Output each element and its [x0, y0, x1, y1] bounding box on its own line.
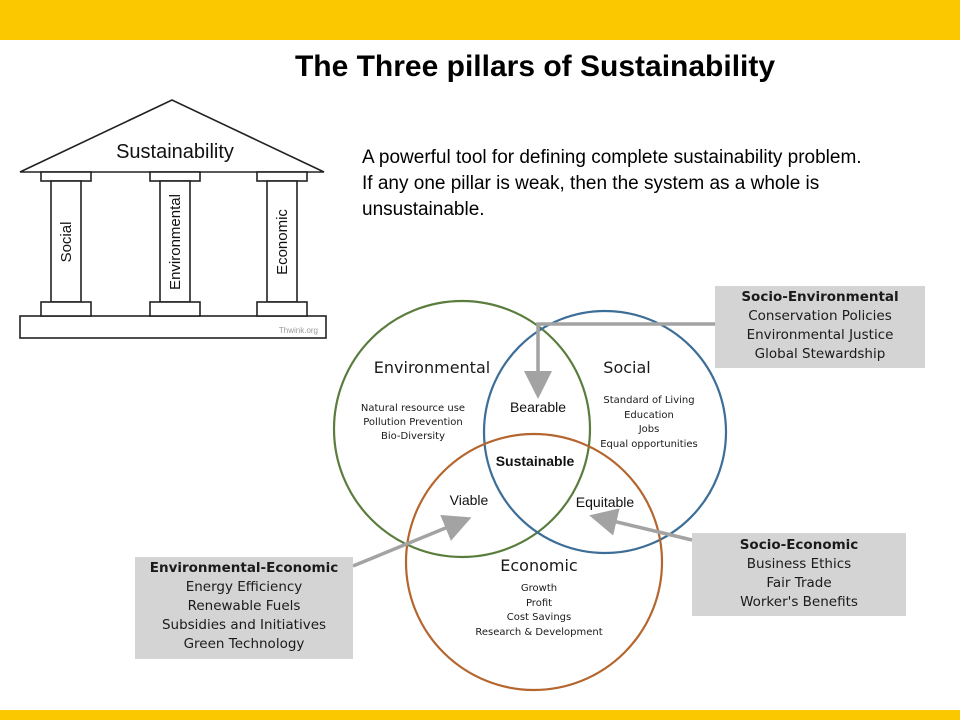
environmental-item: Natural resource use — [361, 403, 465, 414]
pillar-environmental-shaft — [159, 180, 191, 303]
economic-title: Economic — [500, 556, 577, 575]
socio-economic-box: Socio-Economic Business Ethics Fair Trad… — [692, 533, 906, 616]
pillar-label-environmental: Environmental — [167, 194, 184, 290]
social-item: Standard of Living — [603, 395, 694, 406]
socio-economic-title: Socio-Economic — [739, 537, 859, 553]
overlap-label-equitable: Equitable — [576, 494, 635, 510]
temple-credit: Thwink.org — [279, 326, 318, 335]
socio-economic-item: Business Ethics — [746, 556, 852, 572]
socio-economic-item: Fair Trade — [766, 575, 832, 591]
pillar-label-economic: Economic — [274, 209, 291, 275]
environmental-economic-item: Subsidies and Initiatives — [161, 617, 327, 633]
description-line: If any one pillar is weak, then the syst… — [362, 173, 820, 194]
environmental-item: Pollution Prevention — [363, 417, 462, 428]
environmental-economic-arrow — [352, 515, 472, 568]
socio-economic-arrow — [589, 508, 693, 542]
social-item: Equal opportunities — [600, 439, 698, 450]
social-item: Jobs — [638, 424, 660, 435]
environmental-circle — [332, 299, 592, 559]
overlap-label-sustainable: Sustainable — [496, 453, 575, 469]
pillar-economic-base — [256, 301, 308, 317]
social-title: Social — [603, 358, 650, 377]
top-band — [0, 0, 960, 40]
pillar-economic-shaft — [266, 180, 298, 303]
environmental-item: Bio-Diversity — [381, 431, 445, 442]
pillar-economic-cap — [256, 171, 308, 182]
socio-economic-item: Worker's Benefits — [740, 594, 858, 610]
overlap-label-bearable: Bearable — [510, 399, 566, 415]
economic-item: Growth — [521, 583, 557, 594]
overlap-label-viable: Viable — [450, 492, 489, 508]
pillar-social-cap — [40, 171, 92, 182]
economic-item: Research & Development — [475, 627, 602, 638]
pillar-environmental-base — [149, 301, 201, 317]
social-item: Education — [624, 410, 674, 421]
pillar-environmental-cap — [149, 171, 201, 182]
environmental-economic-title: Environmental-Economic — [149, 560, 339, 576]
economic-circle — [404, 432, 664, 692]
environmental-economic-box: Environmental-Economic Energy Efficiency… — [135, 557, 353, 659]
environmental-economic-item: Green Technology — [183, 636, 305, 652]
socio-environmental-item: Environmental Justice — [746, 327, 894, 343]
description: A powerful tool for defining complete su… — [362, 145, 952, 223]
socio-environmental-item: Conservation Policies — [748, 308, 892, 324]
socio-environmental-title: Socio-Environmental — [741, 289, 899, 305]
pillar-social-shaft — [50, 180, 82, 303]
economic-item: Profit — [526, 598, 552, 609]
social-circle — [482, 309, 728, 555]
bottom-band — [0, 710, 960, 720]
pillar-social-base — [40, 301, 92, 317]
pillar-label-social: Social — [58, 222, 75, 263]
environmental-economic-item: Energy Efficiency — [185, 579, 303, 595]
page-title: The Three pillars of Sustainability — [294, 50, 776, 83]
environmental-title: Environmental — [374, 358, 490, 377]
environmental-economic-item: Renewable Fuels — [187, 598, 301, 614]
temple-illustration — [19, 99, 327, 339]
description-line: unsustainable. — [362, 199, 485, 220]
description-line: A powerful tool for defining complete su… — [362, 147, 862, 168]
temple-roof-label: Sustainability — [116, 141, 234, 163]
economic-item: Cost Savings — [507, 612, 571, 623]
socio-environmental-arrow — [524, 322, 715, 399]
socio-environmental-item: Global Stewardship — [754, 346, 886, 362]
socio-environmental-box: Socio-Environmental Conservation Policie… — [715, 286, 925, 368]
